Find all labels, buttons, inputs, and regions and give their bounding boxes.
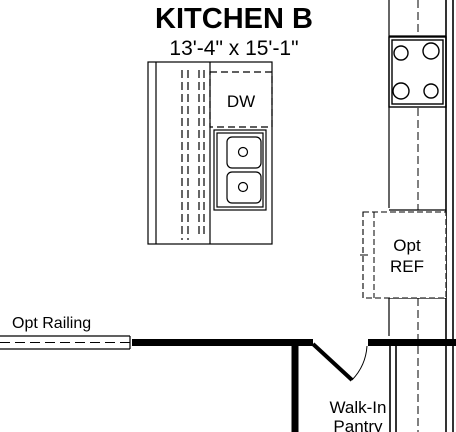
kitchen-island (147, 61, 273, 245)
sink-bowl-top (226, 136, 262, 169)
burner (422, 42, 440, 60)
double-sink (213, 129, 267, 211)
room-dimensions: 13'-4" x 15'-1" (169, 37, 298, 60)
refrigerator-label-line2: REF (390, 257, 424, 276)
cooktop-inner (391, 39, 444, 105)
dishwasher-label: DW (227, 92, 255, 111)
railing-label: Opt Railing (12, 315, 91, 332)
dishwasher-outline (209, 71, 273, 128)
burner (423, 83, 439, 99)
door-leaf (311, 342, 354, 382)
sink-bowl-bottom (226, 171, 262, 204)
cooktop (388, 36, 447, 108)
dishwasher: DW (209, 71, 273, 128)
door-swing-arc (351, 345, 368, 381)
sink-inner (216, 132, 264, 208)
cooktop-outline (388, 36, 447, 108)
room-title: KITCHEN B (155, 3, 313, 35)
refrigerator-label-line1: Opt (393, 236, 421, 255)
sink-drain-top (237, 146, 249, 158)
pantry-label-line1: Walk-In (330, 398, 387, 417)
pantry-walls (132, 339, 456, 432)
pantry-door (311, 342, 368, 382)
sink-outer (213, 129, 267, 211)
optional-railing: Opt Railing (0, 315, 131, 350)
burner (392, 82, 410, 100)
optional-refrigerator: Opt REF (360, 211, 447, 299)
sink-drain-bottom (237, 181, 249, 193)
pantry-label-line2: Pantry (333, 417, 383, 432)
burner (393, 45, 409, 61)
refrigerator-outline (362, 211, 447, 299)
